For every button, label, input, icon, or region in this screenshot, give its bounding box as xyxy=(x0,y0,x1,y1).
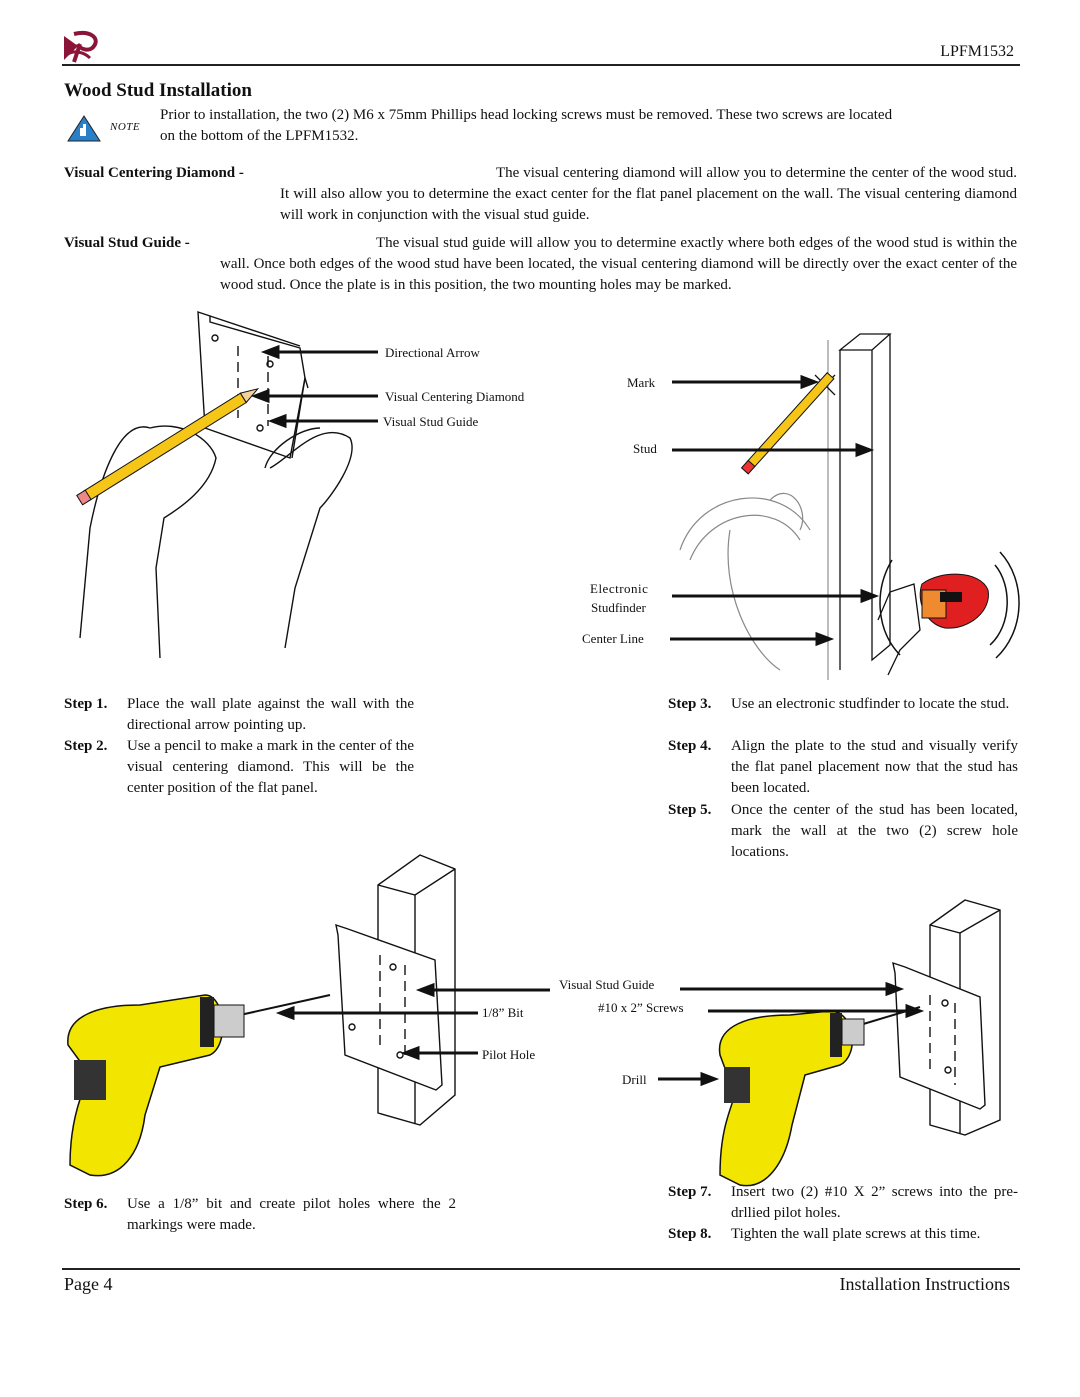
step-4-label: Step 4. xyxy=(668,738,712,754)
figure-studfinder xyxy=(670,333,1020,680)
model-number: LPFM1532 xyxy=(940,43,1014,60)
step-2: Step 2. Use a pencil to make a mark in t… xyxy=(64,736,414,799)
step-5: Step 5. Once the center of the stud has … xyxy=(668,800,1018,863)
label-electronic: Electronic xyxy=(590,581,649,596)
step-5-text: Once the center of the stud has been loc… xyxy=(731,802,1018,860)
step-3-label: Step 3. xyxy=(668,696,712,712)
page-title: Wood Stud Installation xyxy=(64,80,252,101)
step-3-text: Use an electronic studfinder to locate t… xyxy=(731,696,1010,712)
figure-drill-pilot-holes xyxy=(67,854,550,1177)
definition-text-centering: The visual centering diamond will allow … xyxy=(280,165,1017,223)
step-2-text: Use a pencil to make a mark in the cente… xyxy=(127,738,414,796)
figure-plate-marking xyxy=(76,311,378,659)
figure-drill-screws xyxy=(658,899,1001,1187)
definition-term-studguide: Visual Stud Guide - xyxy=(64,235,190,251)
note-label: NOTE xyxy=(110,121,141,133)
step-6-label: Step 6. xyxy=(64,1196,108,1212)
definition-text-studguide: The visual stud guide will allow you to … xyxy=(220,235,1017,293)
note-icon xyxy=(67,115,101,142)
step-7: Step 7. Insert two (2) #10 X 2” screws i… xyxy=(668,1182,1018,1224)
label-screws: #10 x 2” Screws xyxy=(598,1000,684,1015)
step-7-label: Step 7. xyxy=(668,1184,712,1200)
header-rule xyxy=(62,64,1020,66)
step-1-label: Step 1. xyxy=(64,696,108,712)
definition-term-centering: Visual Centering Diamond - xyxy=(64,165,244,181)
step-2-label: Step 2. xyxy=(64,738,108,754)
label-drill: Drill xyxy=(622,1072,647,1087)
document-title: Installation Instructions xyxy=(839,1274,1010,1294)
step-6: Step 6. Use a 1/8” bit and create pilot … xyxy=(64,1194,456,1236)
step-4-text: Align the plate to the stud and visually… xyxy=(731,738,1018,796)
label-center-line: Center Line xyxy=(582,631,644,646)
step-3: Step 3. Use an electronic studfinder to … xyxy=(668,694,1018,715)
label-visual-stud-guide: Visual Stud Guide xyxy=(383,414,479,429)
step-8-label: Step 8. xyxy=(668,1226,712,1242)
label-visual-stud-guide-2: Visual Stud Guide xyxy=(559,977,655,992)
label-directional-arrow: Directional Arrow xyxy=(385,345,480,360)
label-stud: Stud xyxy=(633,441,657,456)
step-5-label: Step 5. xyxy=(668,802,712,818)
step-7-text: Insert two (2) #10 X 2” screws into the … xyxy=(731,1184,1018,1221)
step-8: Step 8. Tighten the wall plate screws at… xyxy=(668,1224,1018,1245)
step-1: Step 1. Place the wall plate against the… xyxy=(64,694,414,736)
step-8-text: Tighten the wall plate screws at this ti… xyxy=(731,1226,981,1242)
note-text-line2: on the bottom of the LPFM1532. xyxy=(160,128,359,144)
footer-rule xyxy=(62,1268,1020,1270)
step-6-text: Use a 1/8” bit and create pilot holes wh… xyxy=(127,1196,456,1233)
brand-logo xyxy=(62,31,98,63)
note-text-line1: Prior to installation, the two (2) M6 x … xyxy=(160,107,893,123)
label-visual-centering-diamond: Visual Centering Diamond xyxy=(385,389,525,404)
label-mark: Mark xyxy=(627,375,656,390)
step-4: Step 4. Align the plate to the stud and … xyxy=(668,736,1018,799)
label-eighth-inch-bit: 1/8” Bit xyxy=(482,1005,524,1020)
label-studfinder: Studfinder xyxy=(591,600,646,615)
page-number: Page 4 xyxy=(64,1274,113,1294)
label-pilot-hole: Pilot Hole xyxy=(482,1047,536,1062)
step-1-text: Place the wall plate against the wall wi… xyxy=(127,696,414,733)
